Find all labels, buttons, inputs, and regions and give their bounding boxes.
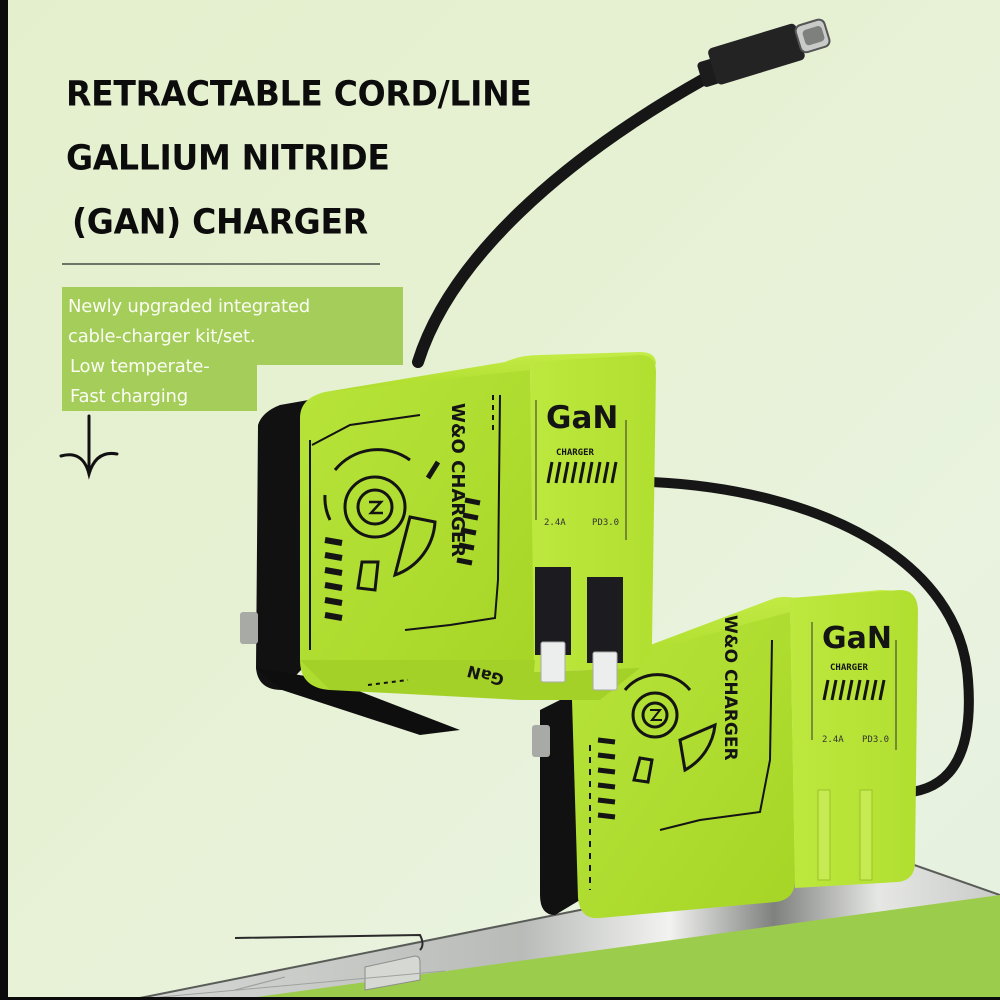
charger-1-side-label: W&O CHARGER <box>447 403 468 557</box>
callout-line-4: Fast charging <box>70 386 188 407</box>
svg-text:CHARGER: CHARGER <box>830 663 869 673</box>
headline: RETRACTABLE CORD/LINE GALLIUM NITRIDE (G… <box>66 62 532 254</box>
connecting-cable <box>647 477 974 799</box>
feature-callout: Newly upgraded integrated cable-charger … <box>68 292 310 412</box>
bottom-edge-border <box>0 997 1000 1000</box>
svg-text:2.4A: 2.4A <box>822 735 844 745</box>
usb-c-plug <box>697 18 831 87</box>
callout-box-top <box>62 287 403 365</box>
svg-text:CHARGER: CHARGER <box>556 448 595 458</box>
callout-line-1: Newly upgraded integrated <box>68 296 310 317</box>
svg-text:2.4A: 2.4A <box>544 518 566 528</box>
divider-line <box>62 263 380 265</box>
svg-text:PD3.0: PD3.0 <box>592 518 619 528</box>
callout-box-bottom <box>62 365 257 411</box>
charger-2: GaN CHARGER 2.4A PD3.0 W&O CHARGER <box>532 590 918 919</box>
callout-line-2: cable-charger kit/set. <box>68 326 256 347</box>
svg-text:GaN: GaN <box>822 621 892 656</box>
headline-line-1: RETRACTABLE CORD/LINE <box>66 73 532 114</box>
headline-line-3: (GAN) CHARGER <box>72 201 368 242</box>
left-edge-border <box>0 0 8 1000</box>
retractable-cable <box>412 72 712 368</box>
arrow-down-icon <box>59 414 119 480</box>
charger-1: GaN CHARGER 2.4A PD3.0 <box>240 352 656 735</box>
callout-line-3: Low temperate- <box>70 356 210 377</box>
svg-text:PD3.0: PD3.0 <box>862 735 889 745</box>
charger-1-gan-label: GaN <box>546 400 618 436</box>
charger-2-side-label: W&O CHARGER <box>720 615 740 761</box>
headline-line-2: GALLIUM NITRIDE <box>66 137 390 178</box>
